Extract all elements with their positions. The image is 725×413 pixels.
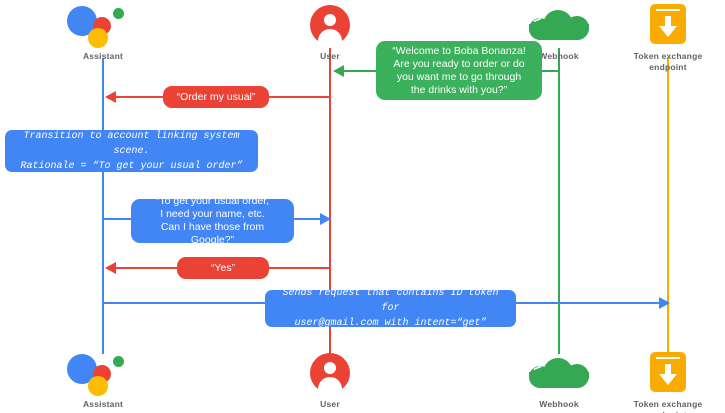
user-head	[324, 14, 336, 26]
actor-token-endpoint-top: Token exchange endpoint	[608, 2, 725, 73]
lifeline-webhook	[558, 48, 560, 354]
bubble-welcome-text: “Welcome to Boba Bonanza! Are you ready …	[392, 44, 526, 96]
token-lid	[656, 357, 680, 359]
user-head	[324, 362, 336, 374]
bubble-yes: “Yes”	[177, 257, 269, 279]
assistant-dot-green	[113, 356, 124, 367]
actor-label-token-endpoint-bottom: Token exchange endpoint	[633, 399, 703, 413]
google-assistant-icon-bottom	[43, 350, 163, 396]
lifeline-assistant	[102, 58, 104, 354]
cloud-shape	[529, 358, 589, 388]
bubble-sends-request-text: Sends request that contains ID token for…	[282, 288, 499, 329]
actor-label-assistant: Assistant	[82, 51, 124, 61]
token-exchange-download-icon-bottom	[608, 350, 725, 396]
google-assistant-icon	[43, 2, 163, 48]
actor-label-user-bottom: User	[320, 399, 340, 409]
actor-label-assistant-bottom: Assistant	[82, 399, 124, 409]
lifeline-token-endpoint	[667, 58, 669, 354]
arrow-head-order-my-usual	[105, 91, 116, 103]
webhook-cloud-code-icon: < >	[499, 2, 619, 48]
actor-label-webhook-bottom: Webhook	[539, 399, 579, 409]
cloud-base	[529, 372, 589, 388]
bubble-transition-note-text: Transition to account linking system sce…	[20, 130, 243, 172]
bubble-need-your-name-text: “To get your usual order, I need your na…	[155, 195, 270, 246]
actor-label-token-endpoint: Token exchange endpoint	[633, 51, 703, 72]
token-arrow-head	[659, 374, 677, 385]
actor-token-endpoint-bottom: Token exchange endpoint	[608, 350, 725, 413]
token-exchange-download-icon	[608, 2, 725, 48]
bubble-transition-note: Transition to account linking system sce…	[5, 130, 258, 172]
bubble-order-my-usual: “Order my usual”	[163, 86, 269, 108]
code-brackets-icon: < >	[516, 11, 542, 28]
arrow-head-need-your-name	[320, 213, 331, 225]
user-body	[318, 377, 342, 393]
arrow-head-welcome	[333, 65, 344, 77]
actor-webhook-bottom: < > Webhook	[499, 350, 619, 410]
bubble-need-your-name: “To get your usual order, I need your na…	[131, 195, 294, 246]
bubble-order-my-usual-text: “Order my usual”	[176, 90, 256, 103]
bubble-sends-request: Sends request that contains ID token for…	[265, 288, 516, 329]
user-body	[318, 29, 342, 45]
assistant-dot-yellow	[88, 28, 108, 48]
actor-webhook-top: < > Webhook	[499, 2, 619, 62]
actor-label-user: User	[320, 51, 340, 61]
token-arrow-head	[659, 26, 677, 37]
actor-user-top: User	[270, 2, 390, 62]
token-arrow-stem	[665, 364, 671, 375]
lifeline-user	[329, 48, 331, 354]
token-arrow-stem	[665, 16, 671, 27]
token-lid	[656, 9, 680, 11]
arrow-head-sends-request	[659, 297, 670, 309]
cloud-shape	[529, 10, 589, 40]
arrow-head-yes	[105, 262, 116, 274]
user-avatar-icon	[270, 2, 390, 48]
assistant-dot-yellow	[88, 376, 108, 396]
cloud-base	[529, 24, 589, 40]
assistant-dot-green	[113, 8, 124, 19]
code-brackets-icon: < >	[516, 359, 542, 376]
actor-user-bottom: User	[270, 350, 390, 410]
webhook-cloud-code-icon-bottom: < >	[499, 350, 619, 396]
bubble-yes-text: “Yes”	[210, 261, 236, 274]
actor-label-webhook: Webhook	[539, 51, 579, 61]
bubble-welcome: “Welcome to Boba Bonanza! Are you ready …	[376, 41, 542, 100]
actor-assistant-top: Assistant	[43, 2, 163, 62]
user-avatar-icon-bottom	[270, 350, 390, 396]
actor-assistant-bottom: Assistant	[43, 350, 163, 410]
